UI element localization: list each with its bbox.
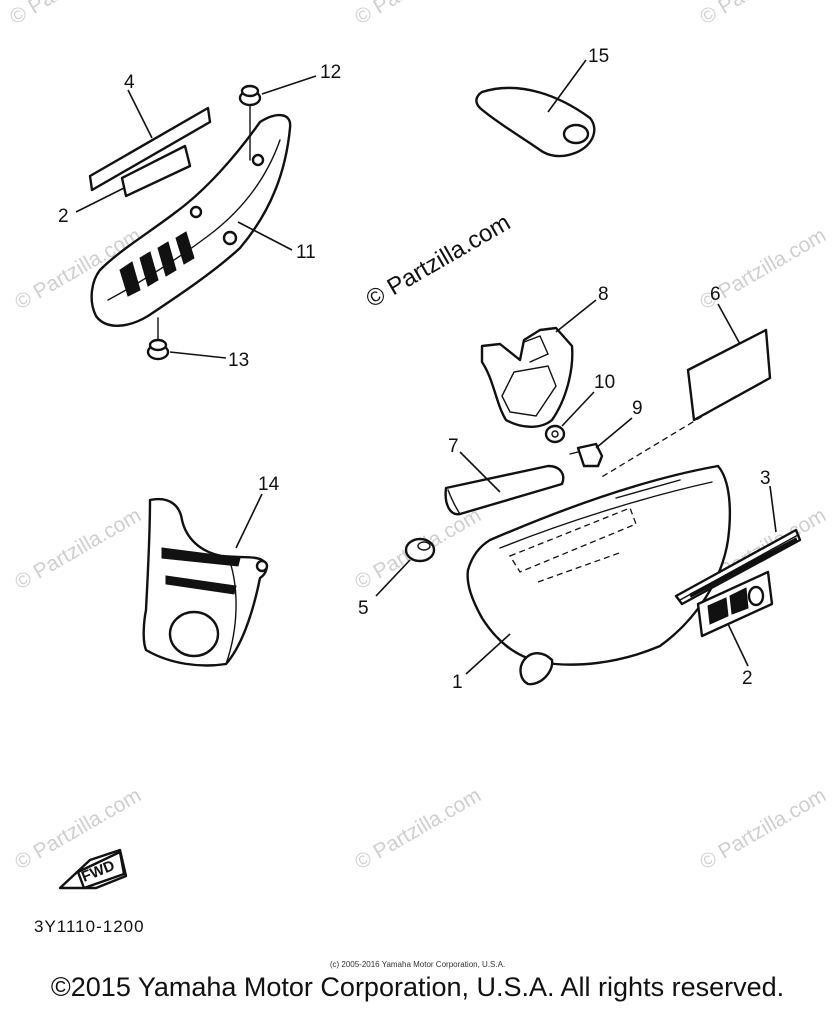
watermark: © Partzilla.com [11, 504, 145, 595]
part-6-sheet: 6 [599, 284, 772, 479]
part-4-emblem-strip: 4 [88, 72, 212, 192]
part-5-grommet: 5 [358, 537, 436, 619]
callout-7: 7 [448, 436, 459, 457]
watermark: © Partzilla.com [11, 784, 145, 875]
part-13-grommet: 13 [146, 317, 249, 371]
copyright-small: (c) 2005-2016 Yamaha Motor Corporation, … [329, 960, 506, 969]
part-14-lower-cover: 14 [142, 474, 280, 667]
callout-2-lower: 2 [742, 668, 753, 689]
callout-8: 8 [598, 284, 609, 305]
fwd-indicator: FWD [58, 848, 128, 890]
callout-14: 14 [258, 474, 280, 495]
watermark-layer: © Partzilla.com © Partzilla.com © Partzi… [6, 0, 830, 874]
watermark-center: © Partzilla.com [362, 209, 516, 313]
callout-4: 4 [124, 72, 135, 93]
watermark: © Partzilla.com [696, 0, 830, 29]
part-9-bolt: 9 [569, 398, 643, 468]
callout-15: 15 [588, 46, 609, 67]
part-15-cover: 15 [475, 46, 609, 158]
drawing-number: 3Y1110-1200 [34, 917, 145, 936]
part-3-stripe: 3 [674, 468, 802, 606]
watermark: © Partzilla.com [351, 784, 485, 875]
part-2-decal-upper: 2 [58, 144, 192, 227]
callout-1: 1 [452, 672, 463, 693]
part-2-250-emblem: 2 [696, 570, 774, 689]
part-1-right-side-cover: 1 [452, 464, 732, 693]
callout-9: 9 [632, 398, 643, 419]
part-11-left-side-cover: 11 [90, 114, 316, 327]
callout-10: 10 [594, 372, 615, 393]
part-8-bracket: 8 [480, 284, 609, 428]
callout-13: 13 [228, 350, 249, 371]
watermark: © Partzilla.com [351, 0, 485, 29]
part-12-grommet: 12 [238, 62, 341, 161]
callout-2-upper: 2 [58, 206, 69, 227]
callout-5: 5 [358, 598, 369, 619]
part-10-washer: 10 [544, 372, 615, 444]
callout-11: 11 [296, 242, 316, 263]
part-7-damper: 7 [444, 436, 565, 516]
watermark: © Partzilla.com [696, 784, 830, 875]
callout-6: 6 [710, 284, 721, 305]
watermark: © Partzilla.com [6, 0, 140, 29]
copyright-main: ©2015 Yamaha Motor Corporation, U.S.A. A… [50, 972, 785, 1002]
callout-3: 3 [760, 468, 771, 489]
callout-12: 12 [320, 62, 341, 83]
